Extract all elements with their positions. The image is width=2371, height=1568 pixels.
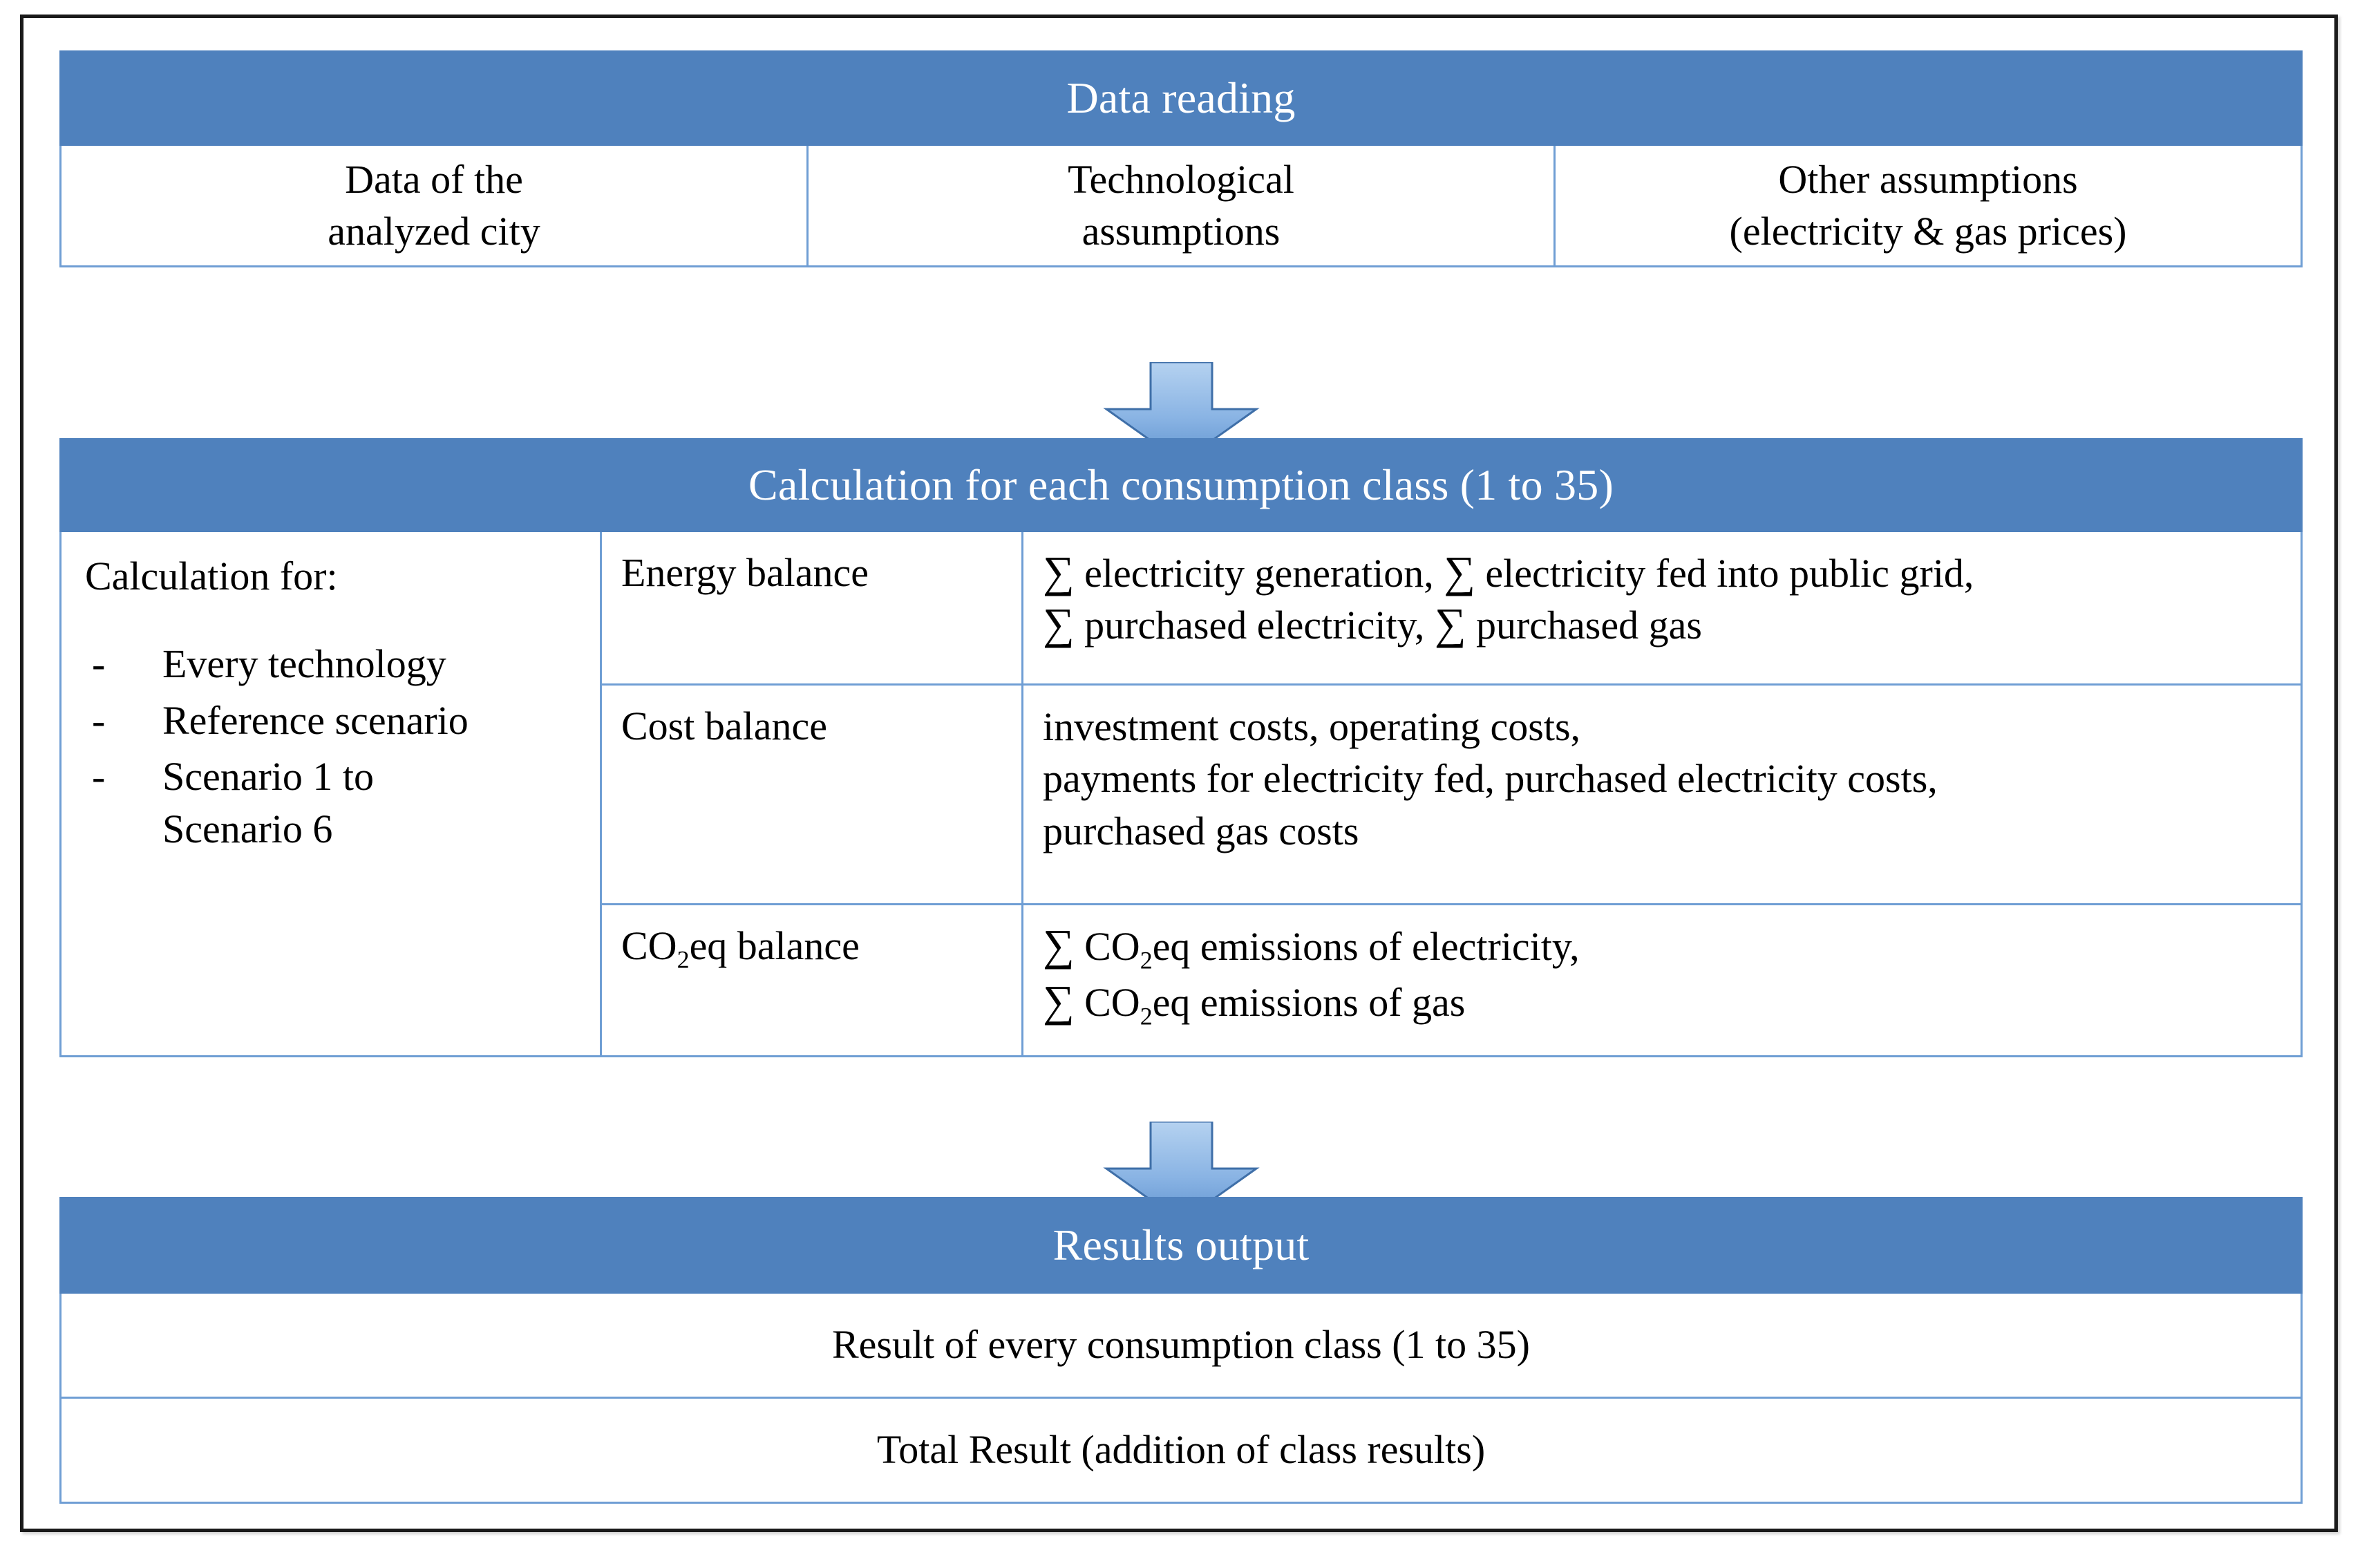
calculation-for-heading: Calculation for: [85, 554, 338, 598]
arrow-data-to-calculation-icon [1090, 361, 1273, 464]
section-results-output: Results output Result of every consumpti… [59, 1197, 2303, 1504]
row-value-energy-balance: ∑ electricity generation, ∑ electricity … [1023, 532, 2303, 683]
bullet-dash-icon: - [92, 754, 106, 800]
row-value-co2eq-balance: ∑ CO2eq emissions of electricity,∑ CO2eq… [1023, 905, 2303, 1055]
section-calculation: Calculation for each consumption class (… [59, 438, 2303, 1057]
results-cell-per-class: Result of every consumption class (1 to … [59, 1294, 2303, 1399]
results-output-title: Results output [59, 1197, 2303, 1294]
table-row: CO2eq balance ∑ CO2eq emissions of elect… [602, 905, 2303, 1057]
list-item: - Reference scenario [85, 695, 600, 746]
list-item-label: Reference scenario [162, 697, 469, 743]
row-label-energy-balance: Energy balance [602, 532, 1023, 683]
calculation-scope-column: Calculation for: - Every technology - Re… [59, 532, 602, 1057]
list-item: - Every technology [85, 638, 600, 690]
data-reading-cell-other-assumptions: Other assumptions(electricity & gas pric… [1556, 146, 2303, 267]
table-row: Cost balance investment costs, operating… [602, 686, 2303, 905]
calculation-body: Calculation for: - Every technology - Re… [59, 532, 2303, 1057]
row-value-cost-balance: investment costs, operating costs,paymen… [1023, 686, 2303, 903]
calculation-title: Calculation for each consumption class (… [59, 438, 2303, 532]
calculation-scope-list: - Every technology - Reference scenario … [85, 638, 600, 855]
results-cell-total: Total Result (addition of class results) [59, 1399, 2303, 1504]
bullet-dash-icon: - [92, 641, 106, 687]
arrow-calculation-to-results-icon [1090, 1120, 1273, 1224]
calculation-balance-rows: Energy balance ∑ electricity generation,… [602, 532, 2303, 1057]
list-item-label: Every technology [162, 641, 446, 687]
results-row-per-class: Result of every consumption class (1 to … [59, 1294, 2303, 1399]
bullet-dash-icon: - [92, 697, 106, 743]
row-label-co2eq-balance: CO2eq balance [602, 905, 1023, 1055]
data-reading-title: Data reading [59, 50, 2303, 146]
table-row: Energy balance ∑ electricity generation,… [602, 532, 2303, 686]
results-row-total: Total Result (addition of class results) [59, 1399, 2303, 1504]
row-label-cost-balance: Cost balance [602, 686, 1023, 903]
